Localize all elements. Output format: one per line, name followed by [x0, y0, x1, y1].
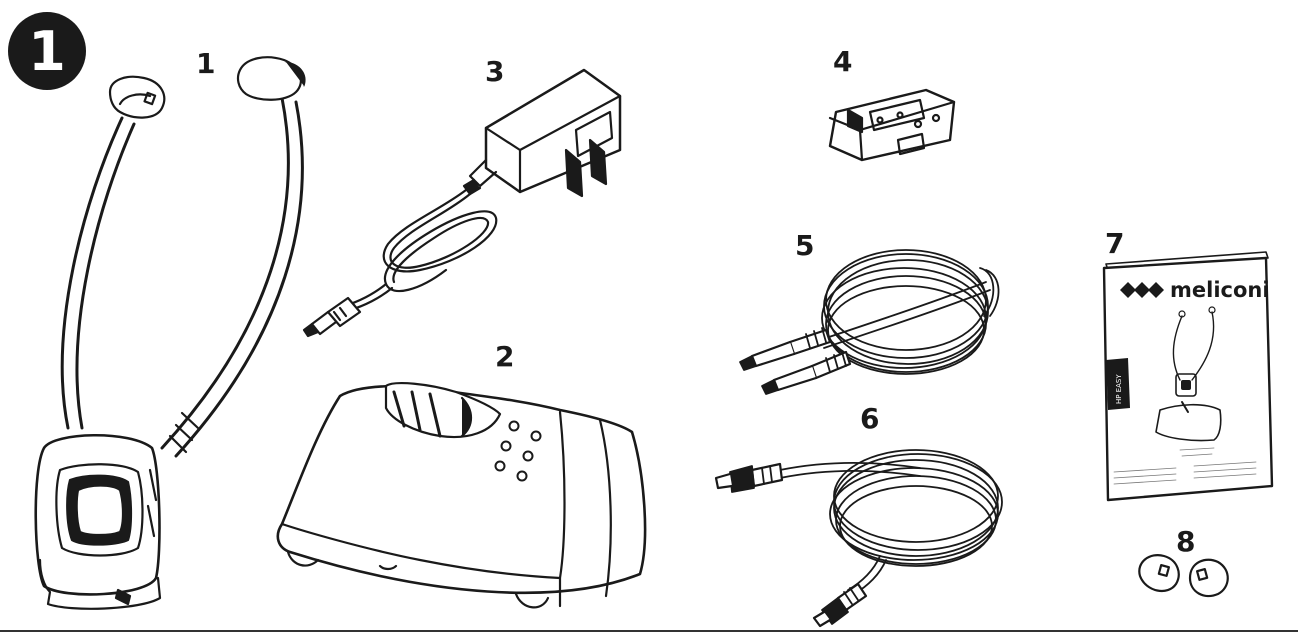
- jack-cable-illustration: [739, 249, 1000, 395]
- ear-tip-left: [1138, 554, 1180, 593]
- part-label-3: 3: [485, 55, 505, 88]
- manual-brand-text: meliconi: [1170, 278, 1270, 302]
- charging-base-illustration: [276, 382, 647, 609]
- receiver-unit: [34, 433, 162, 610]
- bottom-divider: [0, 630, 1298, 632]
- manual-illustration: [1102, 251, 1274, 502]
- part-label-2: 2: [495, 340, 515, 373]
- part-label-7: 7: [1105, 227, 1125, 260]
- part-label-5: 5: [795, 229, 815, 262]
- part-label-1: 1: [196, 47, 216, 80]
- right-earbud: [236, 56, 306, 101]
- headset-illustration: [34, 56, 306, 610]
- left-earbud: [108, 75, 166, 119]
- figure-number-badge: 1: [8, 12, 86, 90]
- part-label-8: 8: [1176, 525, 1196, 558]
- power-adapter-illustration: [302, 68, 622, 338]
- meliconi-logo-mark: [1120, 282, 1164, 298]
- part-label-6: 6: [860, 402, 880, 435]
- battery-pack-illustration: [828, 88, 956, 162]
- part-label-4: 4: [833, 45, 853, 78]
- manual-tab-text: HP EASY: [1115, 374, 1123, 404]
- optical-cable-illustration: [714, 449, 1003, 628]
- ear-tip-right: [1188, 558, 1229, 598]
- ear-tips-illustration: [1138, 554, 1229, 598]
